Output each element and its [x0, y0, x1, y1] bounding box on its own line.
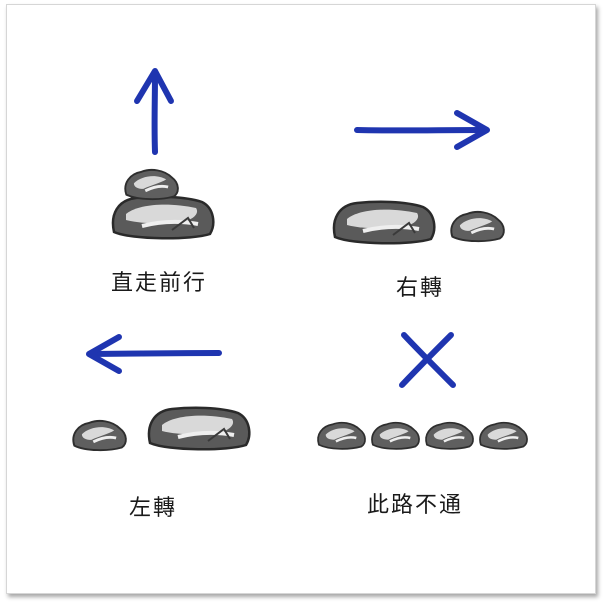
cross-icon: [399, 332, 456, 388]
label-turn-right: 右轉: [396, 276, 445, 301]
arrow-left-icon: [86, 334, 222, 374]
label-turn-left: 左轉: [129, 496, 178, 521]
stone-pile: [110, 168, 216, 241]
stone-row: [316, 421, 529, 451]
trail-signs-illustration: [71, 68, 529, 452]
stone-pair-left: [71, 405, 252, 452]
label-straight: 直走前行: [111, 271, 208, 296]
label-no-through: 此路不通: [367, 493, 464, 518]
signs-card: 直走前行 右轉 左轉 此路不通: [6, 4, 596, 594]
stone-pair-right: [331, 199, 506, 246]
arrow-right-icon: [354, 110, 490, 150]
arrow-up-icon: [134, 68, 174, 155]
